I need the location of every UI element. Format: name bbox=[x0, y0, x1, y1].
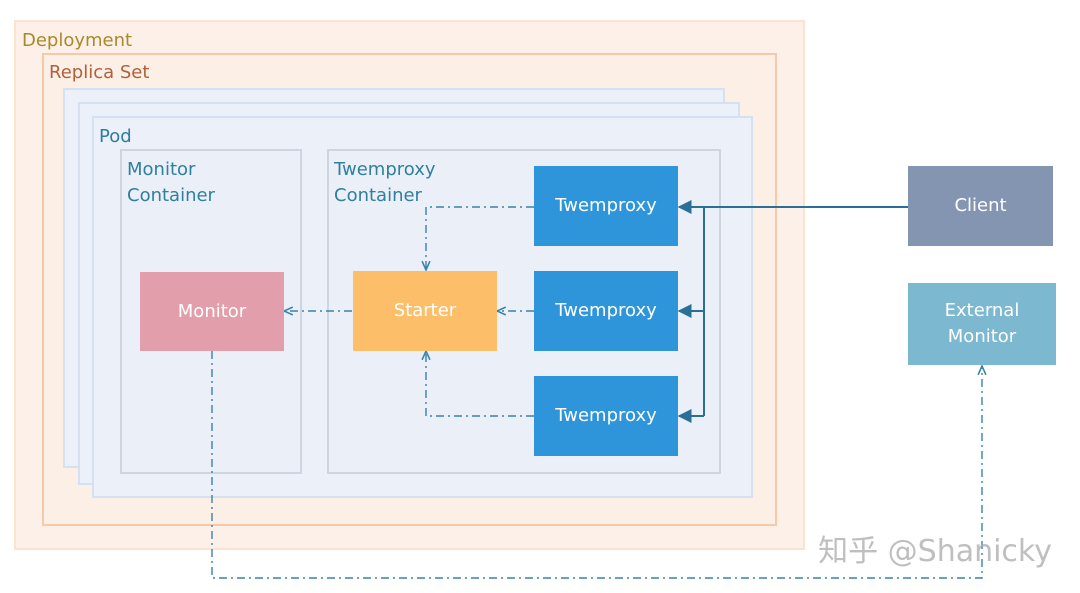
twemproxy-node-2: Twemproxy bbox=[534, 271, 678, 351]
starter-node: Starter bbox=[353, 271, 497, 351]
monitor-container-label: Monitor Container bbox=[127, 159, 215, 206]
client-node: Client bbox=[908, 166, 1053, 246]
twemproxy-node-1: Twemproxy bbox=[534, 166, 678, 246]
twemproxy-container-label: Twemproxy Container bbox=[334, 159, 436, 206]
replica-set-label: Replica Set bbox=[49, 62, 150, 83]
external-monitor-node: External Monitor bbox=[908, 283, 1056, 365]
watermark-text: 知乎 @Shanicky bbox=[818, 534, 1052, 569]
twemproxy-node-3: Twemproxy bbox=[534, 376, 678, 456]
monitor-node: Monitor bbox=[140, 272, 284, 351]
deployment-label: Deployment bbox=[22, 30, 133, 51]
pod-label: Pod bbox=[99, 126, 132, 147]
